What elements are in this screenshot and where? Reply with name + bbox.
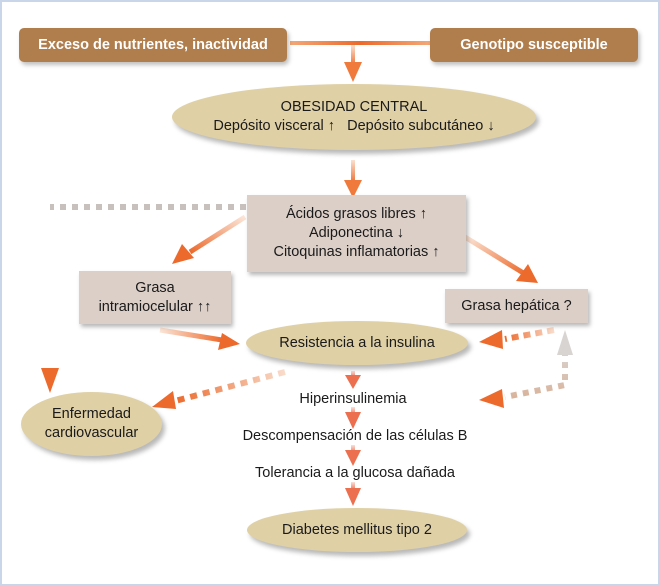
hepatic-fat-box: Grasa hepática ? <box>445 289 588 323</box>
impaired-glucose-tolerance-label: Tolerancia a la glucosa dañada <box>255 464 455 481</box>
intramyocellular-fat-box: Grasa intramiocelular ↑↑ <box>79 271 231 324</box>
impaired-glucose-tolerance-text: Tolerancia a la glucosa dañada <box>220 463 490 483</box>
cardiovascular-disease-oval: Enfermedad cardiovascular <box>21 392 162 456</box>
cardiovascular-line1: Enfermedad <box>52 406 131 422</box>
arrow-to-insulin-resistance-head <box>218 333 240 350</box>
arrow-to-intramyocellular-shaft <box>188 214 247 255</box>
hepatic-fat-label: Grasa hepática ? <box>461 297 572 314</box>
dashed-up-to-hepatic-head <box>557 330 573 355</box>
intramyocellular-line2: intramiocelular ↑↑ <box>98 298 212 315</box>
type2-diabetes-label: Diabetes mellitus tipo 2 <box>282 521 432 538</box>
dashed-to-cardio-head <box>41 368 59 393</box>
hyperinsulinemia-label: Hiperinsulinemia <box>299 390 407 407</box>
dashed-resistance-to-cardio <box>174 369 286 404</box>
arrow-resistance-to-hyper-head <box>345 375 361 389</box>
arrow-to-hepatic-head <box>516 264 538 283</box>
arrow-to-mediators-head <box>344 180 362 198</box>
central-obesity-title: OBESIDAD CENTRAL <box>280 99 428 115</box>
insulin-resistance-oval: Resistencia a la insulina <box>246 321 468 365</box>
arrow-to-intramyocellular-head <box>172 244 194 264</box>
dashed-hepatic-to-resistance <box>504 327 555 342</box>
genotype-label: Genotipo susceptible <box>460 36 608 53</box>
beta-cell-decompensation-label: Descompensación de las células B <box>242 427 468 444</box>
intramyocellular-line1: Grasa <box>135 279 175 296</box>
type2-diabetes-oval: Diabetes mellitus tipo 2 <box>247 508 467 552</box>
excess-nutrients-label: Exceso de nutrientes, inactividad <box>38 36 268 53</box>
adiponectin-label: Adiponectina ↓ <box>308 225 405 241</box>
cardiovascular-line2: cardiovascular <box>44 425 139 441</box>
arrow-tolerance-to-diabetes-shaft <box>351 482 355 492</box>
arrow-to-obesity-shaft <box>351 45 355 67</box>
central-obesity-oval: OBESIDAD CENTRAL Depósito visceral ↑ Dep… <box>172 84 536 150</box>
arrow-to-insulin-resistance-shaft <box>159 327 223 343</box>
inflammatory-cytokines-label: Citoquinas inflamatorias ↑ <box>273 244 440 260</box>
arrow-to-mediators-shaft <box>351 160 355 184</box>
genotype-box: Genotipo susceptible <box>430 28 638 62</box>
insulin-resistance-label: Resistencia a la insulina <box>279 334 435 351</box>
dashed-hepatic-to-resistance-head <box>479 330 503 349</box>
beta-cell-decompensation-text: Descompensación de las células B <box>210 426 500 446</box>
arrow-hyper-to-decomp-head <box>345 412 361 429</box>
arrow-to-hepatic-shaft <box>463 234 527 277</box>
dashed-hyperinsulinemia-to-hepatic <box>504 350 568 400</box>
top-connector-line <box>290 41 430 45</box>
excess-nutrients-box: Exceso de nutrientes, inactividad <box>19 28 287 62</box>
hyperinsulinemia-text: Hiperinsulinemia <box>253 389 453 409</box>
arrow-decomp-to-tolerance-head <box>345 450 361 466</box>
dashed-resistance-to-cardio-head <box>152 391 176 409</box>
arrow-to-obesity-head <box>344 62 362 82</box>
mediators-box: Ácidos grasos libres ↑ Adiponectina ↓ Ci… <box>247 195 466 272</box>
free-fatty-acids-label: Ácidos grasos libres ↑ <box>285 206 428 222</box>
dashed-to-hyperinsulinemia-head <box>479 389 504 408</box>
arrow-tolerance-to-diabetes-head <box>345 488 361 506</box>
central-obesity-deposits: Depósito visceral ↑ Depósito subcutáneo … <box>213 118 495 134</box>
